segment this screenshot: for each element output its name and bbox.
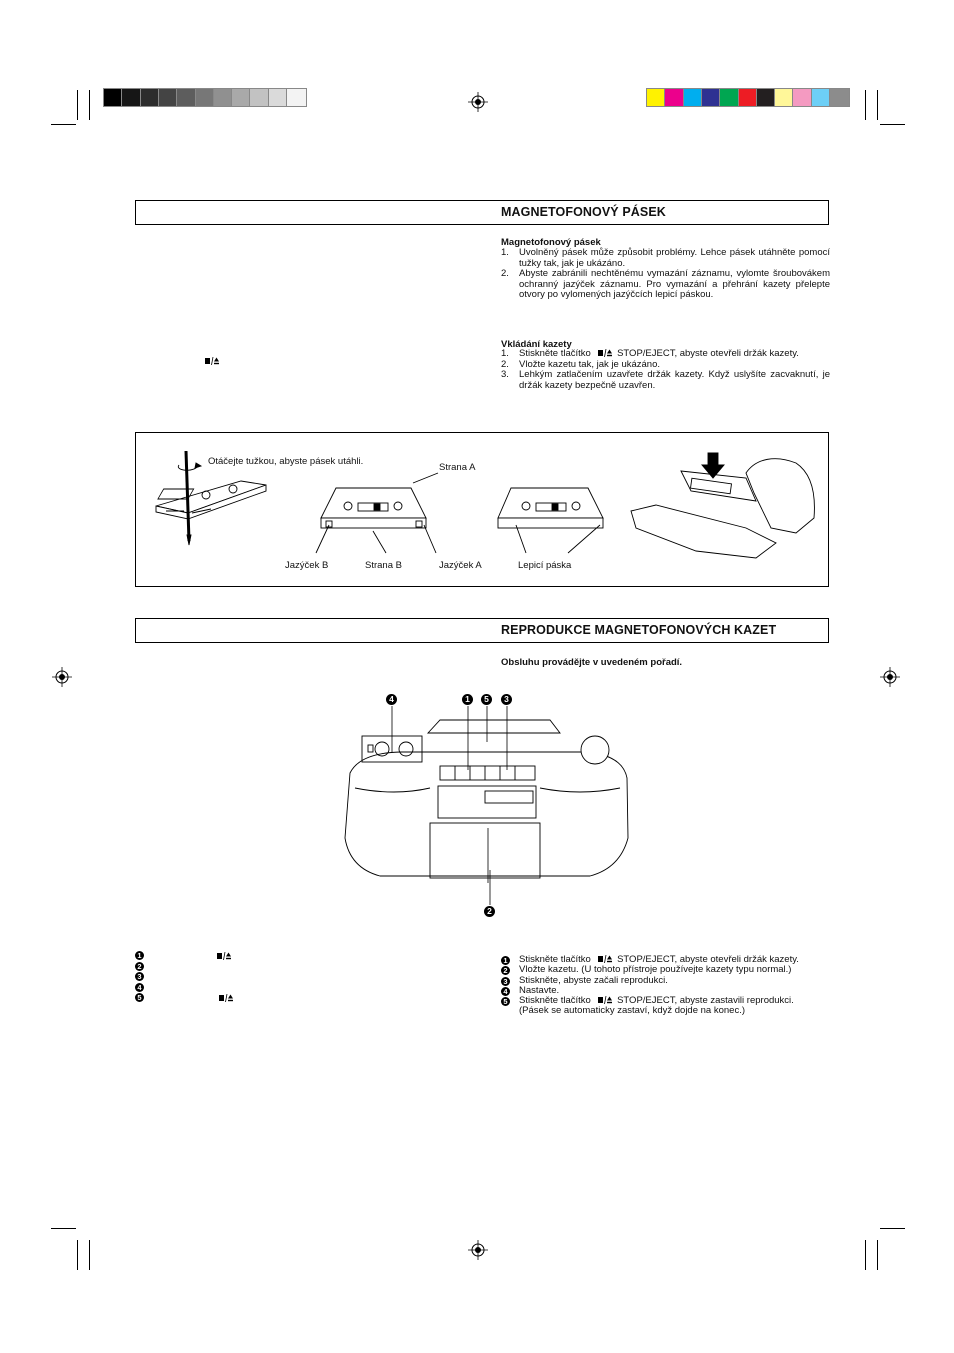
tape-section-title: MAGNETOFONOVÝ PÁSEK — [501, 205, 666, 219]
list-item: 3.Lehkým zatlačením uzavřete držák kazet… — [501, 369, 830, 391]
calibration-swatch — [139, 88, 161, 107]
list-item: 2 — [135, 961, 161, 973]
calibration-swatch — [231, 88, 252, 107]
gray-calibration-bar — [103, 88, 307, 107]
calibration-swatch — [212, 88, 234, 107]
side-b-label: Strana B — [365, 560, 402, 571]
calibration-swatch — [810, 88, 832, 107]
stop-eject-icon — [216, 951, 231, 961]
calibration-swatch — [682, 88, 704, 107]
tape-heading: Magnetofonový pásek — [501, 237, 601, 248]
list-item: 2.Abyste zabránili nechtěnému vymazání z… — [501, 268, 830, 301]
list-item: 2.Vložte kazetu tak, jak je ukázáno. — [501, 358, 660, 370]
tab-a-label: Jazýček A — [439, 560, 482, 571]
list-item: 4 — [135, 982, 161, 994]
calibration-swatch — [249, 88, 271, 107]
calibration-swatch — [176, 88, 197, 107]
crop-mark — [89, 90, 90, 120]
crop-mark — [877, 1240, 878, 1270]
side-a-label: Strana A — [439, 462, 476, 473]
callout-4: 4 — [386, 694, 397, 705]
color-calibration-bar — [646, 88, 850, 107]
stop-eject-icon — [598, 996, 613, 1005]
playback-intro: Obsluhu provádějte v uvedeném pořadí. — [501, 657, 683, 668]
tab-b-label: Jazýček B — [285, 560, 329, 571]
stop-eject-icon — [205, 352, 219, 366]
calibration-swatch — [774, 88, 795, 107]
crop-mark — [880, 124, 905, 125]
registration-mark-icon — [52, 667, 72, 687]
stop-eject-icon — [218, 994, 233, 1003]
calibration-swatch — [646, 88, 667, 107]
cassette-tape-drawing — [497, 487, 604, 554]
tape-section-header — [135, 200, 829, 225]
crop-mark — [51, 124, 76, 125]
list-item: 5 — [135, 993, 233, 1004]
cassette-illustration — [155, 450, 815, 559]
tape-label: Lepicí páska — [518, 560, 572, 571]
crop-mark — [877, 90, 878, 120]
tape-list: 1.Uvolněný pásek může způsobit problémy.… — [501, 247, 830, 301]
calibration-swatch — [700, 88, 722, 107]
calibration-swatch — [737, 88, 759, 107]
calibration-swatch — [286, 88, 307, 107]
crop-mark — [865, 1240, 866, 1270]
callout-5: 5 — [481, 694, 492, 705]
pencil-label: Otáčejte tužkou, abyste pásek utáhli. — [208, 456, 364, 467]
calibration-swatch — [664, 88, 686, 107]
calibration-swatch — [719, 88, 740, 107]
pencil-cassette-drawing — [155, 450, 267, 546]
cassette-figure — [135, 432, 829, 587]
list-item: 1.Uvolněný pásek může způsobit problémy.… — [501, 247, 830, 269]
left-step-list: 1 2 3 4 5 — [135, 951, 233, 1004]
stop-eject-icon — [598, 348, 613, 358]
callout-3: 3 — [501, 694, 512, 705]
list-item: 3 — [135, 972, 161, 983]
registration-mark-icon — [468, 1240, 488, 1260]
calibration-swatch — [194, 88, 216, 107]
calibration-swatch — [157, 88, 179, 107]
list-item: 1.Stiskněte tlačítko STOP/EJECT, abyste … — [501, 348, 799, 359]
crop-mark — [865, 90, 866, 120]
crop-mark — [89, 1240, 90, 1270]
list-item: 1 — [135, 951, 231, 962]
crop-mark — [51, 1228, 76, 1229]
calibration-swatch — [755, 88, 777, 107]
cassette-insertion-drawing — [630, 452, 815, 559]
calibration-swatch — [792, 88, 814, 107]
callout-1: 1 — [462, 694, 473, 705]
stop-eject-icon — [598, 954, 613, 964]
calibration-swatch — [121, 88, 143, 107]
calibration-swatch — [829, 88, 850, 107]
crop-mark — [77, 1240, 78, 1270]
playback-section-header — [135, 618, 829, 643]
registration-mark-icon — [880, 667, 900, 687]
calibration-swatch — [103, 88, 124, 107]
insert-heading: Vkládání kazety — [501, 339, 572, 350]
callout-2: 2 — [484, 906, 495, 917]
calibration-swatch — [267, 88, 289, 107]
playback-section-title: REPRODUKCE MAGNETOFONOVÝCH KAZET — [501, 623, 777, 637]
crop-mark — [77, 90, 78, 120]
registration-mark-icon — [468, 92, 488, 112]
cassette-side-a-drawing — [315, 472, 439, 554]
crop-mark — [880, 1228, 905, 1229]
insert-list: 1.Stiskněte tlačítko STOP/EJECT, abyste … — [501, 348, 830, 391]
